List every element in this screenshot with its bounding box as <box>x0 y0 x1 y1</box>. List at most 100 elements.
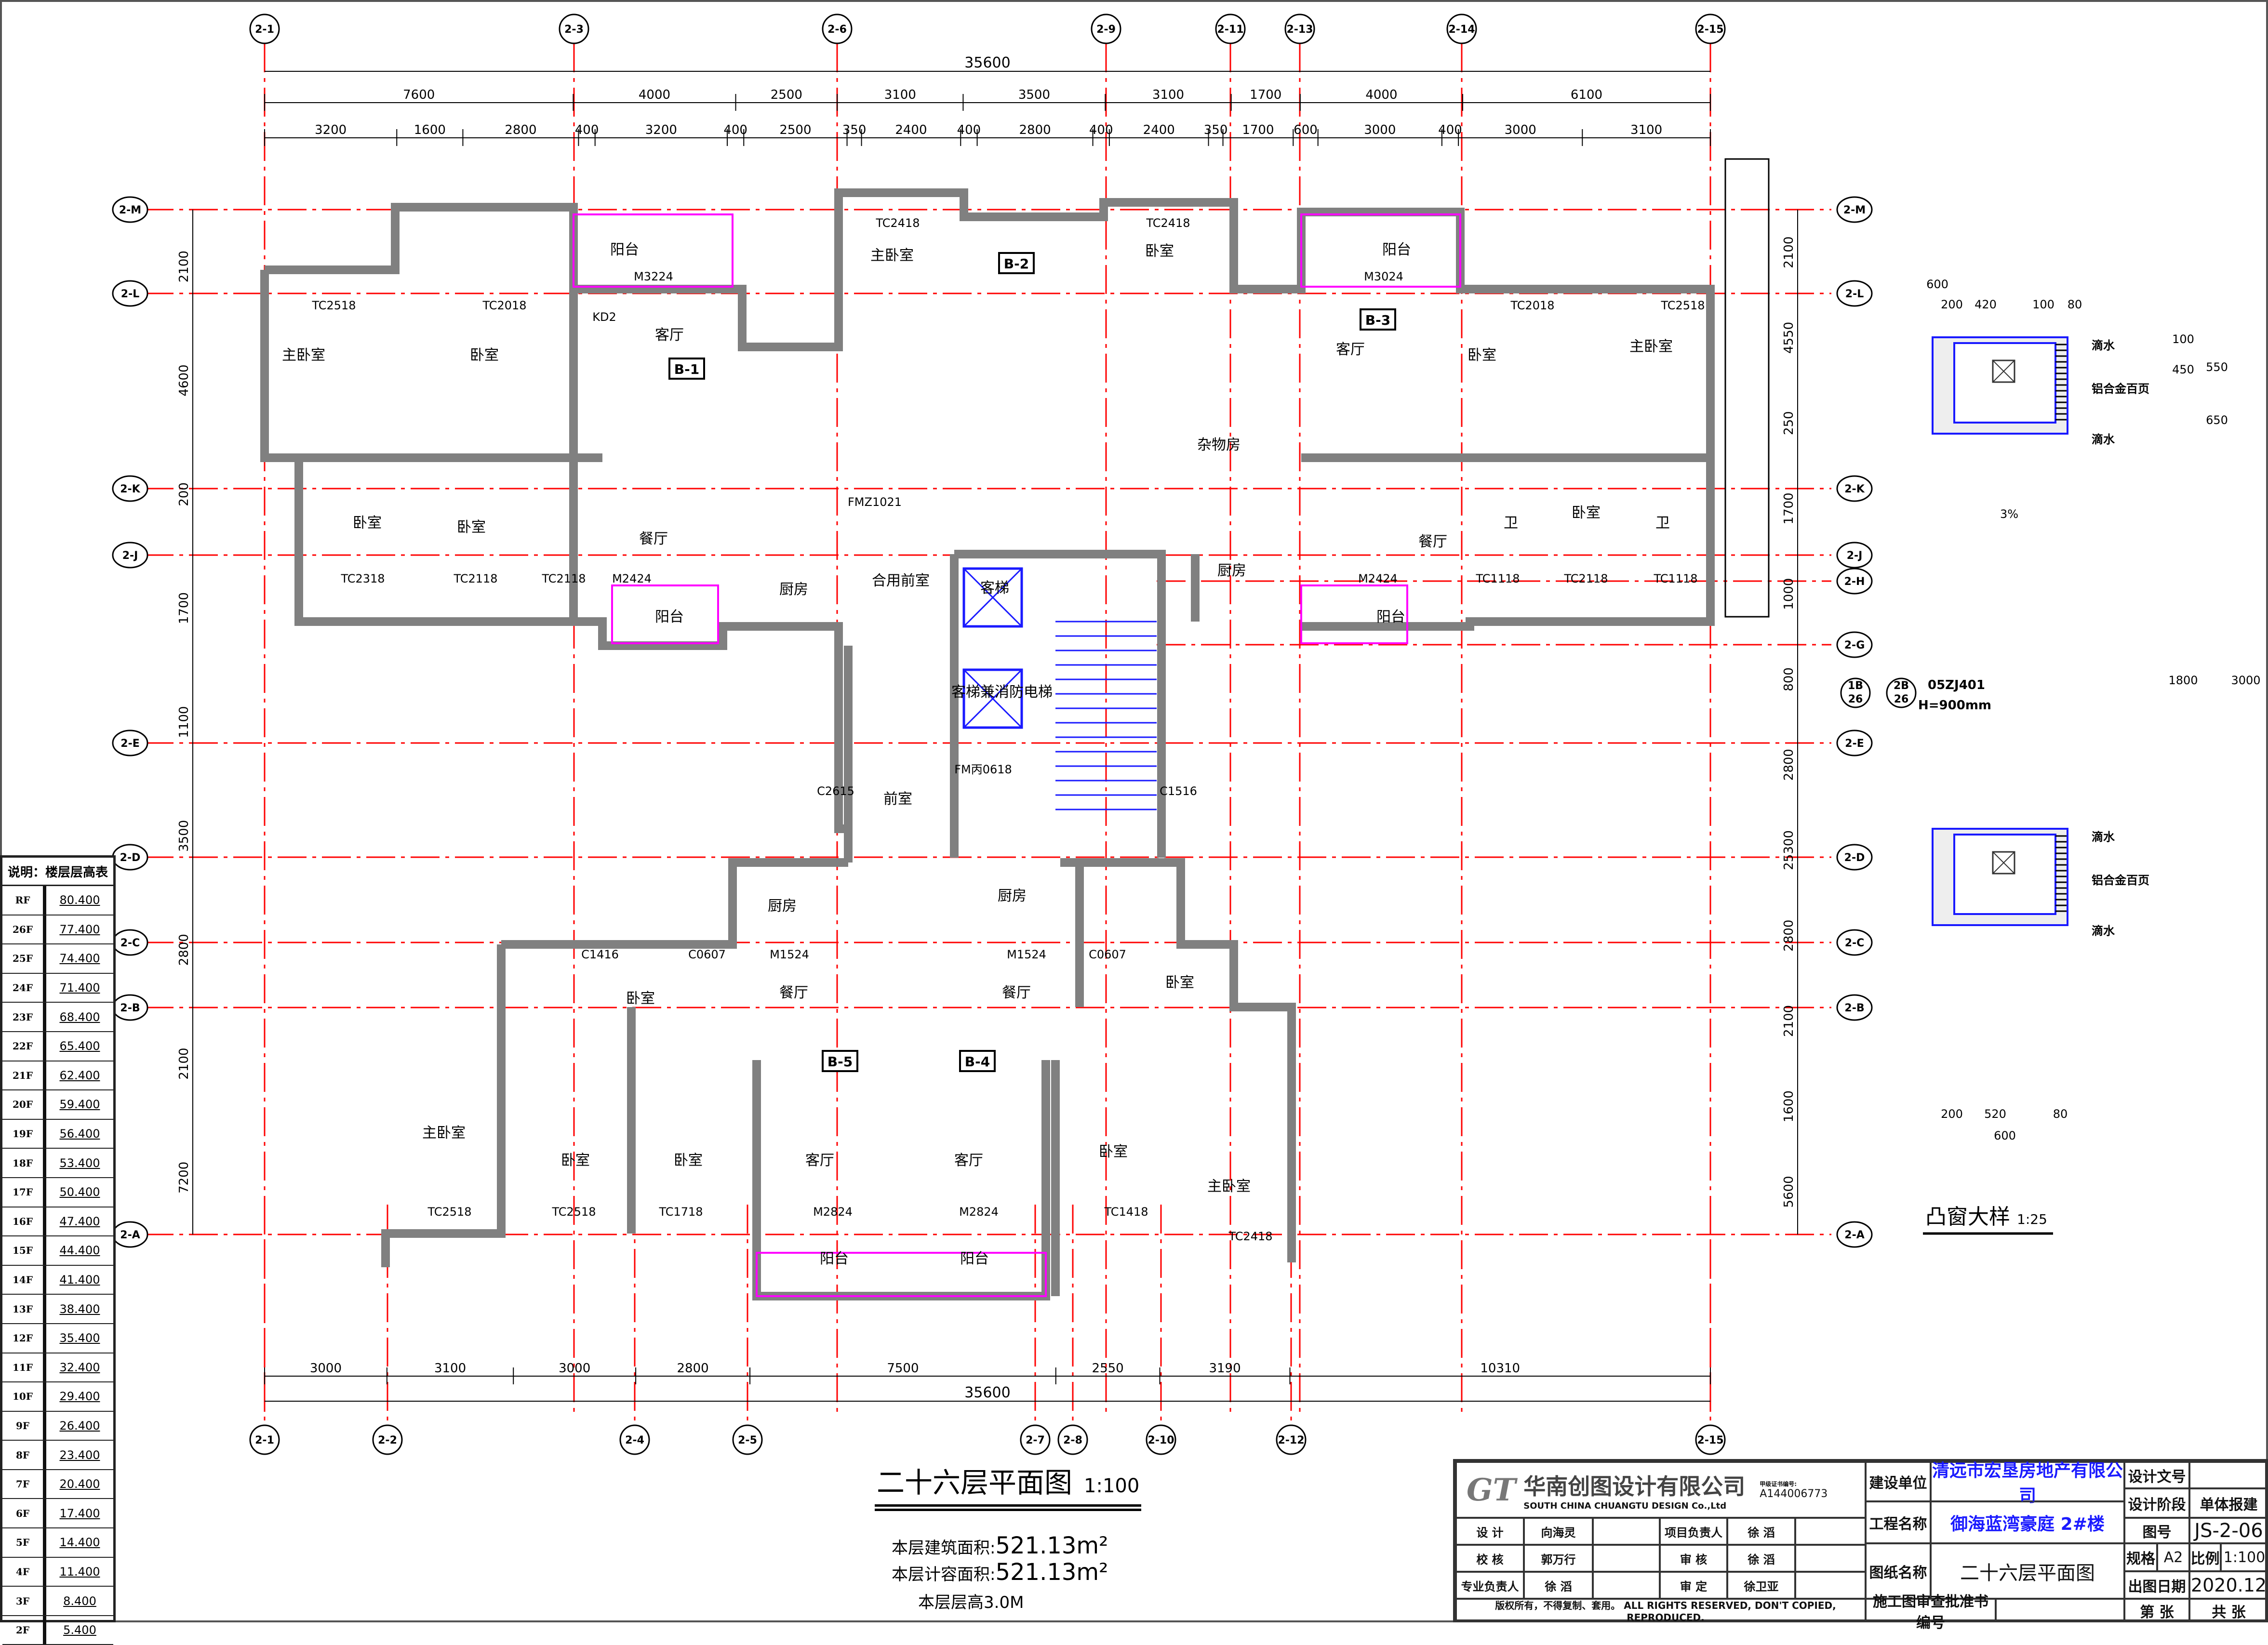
room-label: 客厅 <box>805 1152 834 1169</box>
room-label: 客厅 <box>1336 341 1365 358</box>
sign-role2: 审 定 <box>1660 1572 1727 1599</box>
dimension-value: 6100 <box>1571 88 1602 102</box>
company-block: GT 华南创图设计有限公司 SOUTH CHINA CHUANGTU DESIG… <box>1456 1462 1866 1518</box>
opening-label: TC2018 <box>1510 299 1554 312</box>
dimension-value: 4550 <box>1782 322 1796 354</box>
axis-label: 2-3 <box>564 24 584 36</box>
axis-label: 2-15 <box>1697 1434 1723 1446</box>
dimension-value: 3000 <box>1364 123 1396 137</box>
dimension-total: 35600 <box>964 54 1010 71</box>
detail-note: 滴水 <box>2092 433 2115 446</box>
room-label: 厨房 <box>768 898 797 915</box>
signature <box>1593 1518 1660 1545</box>
floor-name: 17F <box>2 1178 46 1207</box>
axis-label: 2-1 <box>255 1434 274 1446</box>
dimension-value: 350 <box>1204 123 1228 137</box>
axis-label: 2-7 <box>1026 1434 1045 1446</box>
axis-label: 2-1 <box>255 24 274 36</box>
floor-name: 25F <box>2 944 46 973</box>
cert-number: A144006773 <box>1760 1488 1828 1500</box>
dimension-value: 2400 <box>895 123 927 137</box>
opening-label: M2424 <box>1358 572 1398 585</box>
opening-label: TC2518 <box>551 1205 596 1219</box>
axis-bubble <box>1695 13 1726 44</box>
axis-bubble <box>1836 568 1873 595</box>
axis-bubble <box>619 1424 650 1455</box>
axis-bubble <box>1836 542 1873 569</box>
room-label: 卧室 <box>1165 974 1194 991</box>
opening-label: M2824 <box>813 1205 853 1219</box>
axis-label: 2-11 <box>1217 24 1243 36</box>
room-label: 阳台 <box>610 241 639 258</box>
sign-name: 徐 滔 <box>1524 1572 1593 1599</box>
axis-bubble <box>1446 13 1477 44</box>
detail-note: 铝合金百页 <box>2092 382 2149 396</box>
room-label: 客厅 <box>954 1152 983 1169</box>
cert-label: 甲级证书编号: <box>1760 1481 1797 1487</box>
stage-value: 单体报建 <box>2189 1488 2268 1518</box>
axis-label: 2-8 <box>1063 1434 1082 1446</box>
stage-label: 设计阶段 <box>2124 1488 2189 1518</box>
opening-label: C1516 <box>1160 784 1197 798</box>
axis-label: 2-6 <box>827 24 847 36</box>
drawing-name: 二十六层平面图 <box>1931 1543 2124 1599</box>
floor-name: 23F <box>2 1003 46 1031</box>
room-label: 客厅 <box>655 327 684 344</box>
floor-elevation: 80.400 <box>59 893 100 907</box>
dimension-value: 2800 <box>177 934 191 966</box>
room-label: 客梯兼消防电梯 <box>951 684 1053 701</box>
dimension-value: 2800 <box>1019 123 1051 137</box>
room-label: 厨房 <box>779 581 808 598</box>
opening-label: M1524 <box>1007 948 1046 961</box>
axis-bubble <box>372 1424 403 1455</box>
floor-elevation: 53.400 <box>59 1156 100 1170</box>
floor-name: 7F <box>2 1470 46 1499</box>
floor-elevation: 5.400 <box>63 1623 96 1637</box>
dimension-value: 3100 <box>1152 88 1184 102</box>
dimension-total: 35600 <box>964 1384 1010 1401</box>
room-label: 卫 <box>1655 515 1670 531</box>
vent-box <box>1992 851 2015 875</box>
axis-bubble <box>1836 730 1873 756</box>
floor-name: RF <box>2 886 46 915</box>
room-label: 餐厅 <box>1418 533 1447 550</box>
floor-elevation: 11.400 <box>59 1565 100 1579</box>
axis-bubble <box>1695 1424 1726 1455</box>
detail-ref-bubble <box>1840 677 1871 708</box>
floor-table-row: RF 80.400 <box>2 886 113 915</box>
dimension-value: 2100 <box>177 251 191 282</box>
sheet-label: 图号 <box>2124 1518 2189 1543</box>
detail-dimension: 420 <box>1974 298 1997 311</box>
room-label: 厨房 <box>1217 562 1246 579</box>
building-area-label: 本层建筑面积: <box>892 1539 996 1558</box>
detail-note: 滴水 <box>2092 924 2115 938</box>
elevator-shaft <box>962 567 1023 628</box>
axis-label: 2-5 <box>738 1434 757 1446</box>
floor-name: 16F <box>2 1207 46 1236</box>
opening-label: TC2318 <box>340 572 385 585</box>
detail-ref-sheet: 26 <box>1894 693 1909 705</box>
project-label: 工程名称 <box>1866 1501 1931 1543</box>
dimension-value: 3100 <box>1630 123 1662 137</box>
room-label: 合用前室 <box>872 572 930 589</box>
room-label: 前室 <box>883 791 912 808</box>
axis-bubble <box>1836 475 1873 502</box>
room-label: 阳台 <box>1382 241 1411 258</box>
detail-dimension: 80 <box>2068 298 2082 311</box>
axis-label: 2-B <box>1844 1002 1864 1014</box>
room-label: 阳台 <box>960 1250 989 1267</box>
approval-label: 施工图审查批准书编号 <box>1866 1593 1996 1632</box>
drawing-scale: 1:100 <box>1084 1475 1140 1497</box>
company-name-cn: 华南创图设计有限公司 <box>1523 1473 1746 1499</box>
room-label: 卧室 <box>1099 1143 1128 1160</box>
dimension-value: 1000 <box>1782 578 1796 610</box>
